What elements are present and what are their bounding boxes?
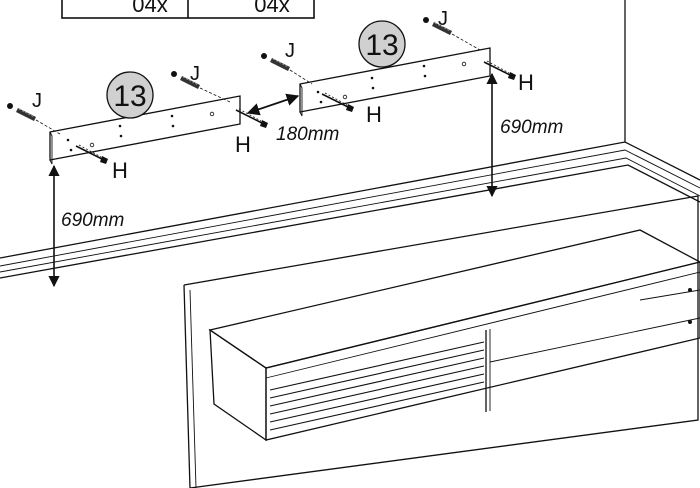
anchor-j-4: J: [422, 8, 481, 51]
wall-cabinet: [208, 229, 700, 442]
anchor-j-2: J: [170, 63, 231, 103]
anchor-j-1: J: [6, 90, 61, 135]
back-panel: [183, 195, 699, 488]
step-number-right: 13: [365, 29, 398, 62]
screw-h-1: H: [75, 144, 128, 183]
wall-lines: [0, 0, 700, 279]
anchor-label-3: J: [285, 40, 295, 62]
step-badge-left: 13: [106, 71, 154, 119]
table-cell-left: 04x: [132, 0, 167, 17]
anchor-label-2: J: [190, 63, 200, 85]
dimension-height-right: 690mm: [486, 72, 563, 198]
screw-h-2: H: [235, 108, 269, 157]
anchor-label-4: J: [438, 8, 448, 30]
step-badge-right: 13: [358, 20, 406, 68]
anchor-j-3: J: [260, 40, 313, 85]
screw-label-2: H: [235, 132, 251, 157]
table-cell-right: 04x: [254, 0, 289, 17]
screw-label-4: H: [518, 70, 534, 95]
step-number-left: 13: [113, 80, 146, 113]
screw-h-3: H: [321, 92, 382, 127]
anchor-label-1: J: [32, 90, 42, 112]
screw-label-1: H: [112, 158, 128, 183]
dimension-height-right-label: 690mm: [500, 117, 563, 138]
screw-h-4: H: [483, 60, 534, 95]
screw-label-3: H: [366, 102, 382, 127]
dimension-spacing: 180mm: [246, 93, 339, 145]
mounting-rail-left: [49, 95, 241, 165]
hardware-table: 04x 04x: [61, 0, 315, 19]
dimension-height-left: 690mm: [48, 164, 124, 288]
dimension-height-left-label: 690mm: [61, 210, 124, 231]
dimension-spacing-label: 180mm: [276, 124, 339, 145]
